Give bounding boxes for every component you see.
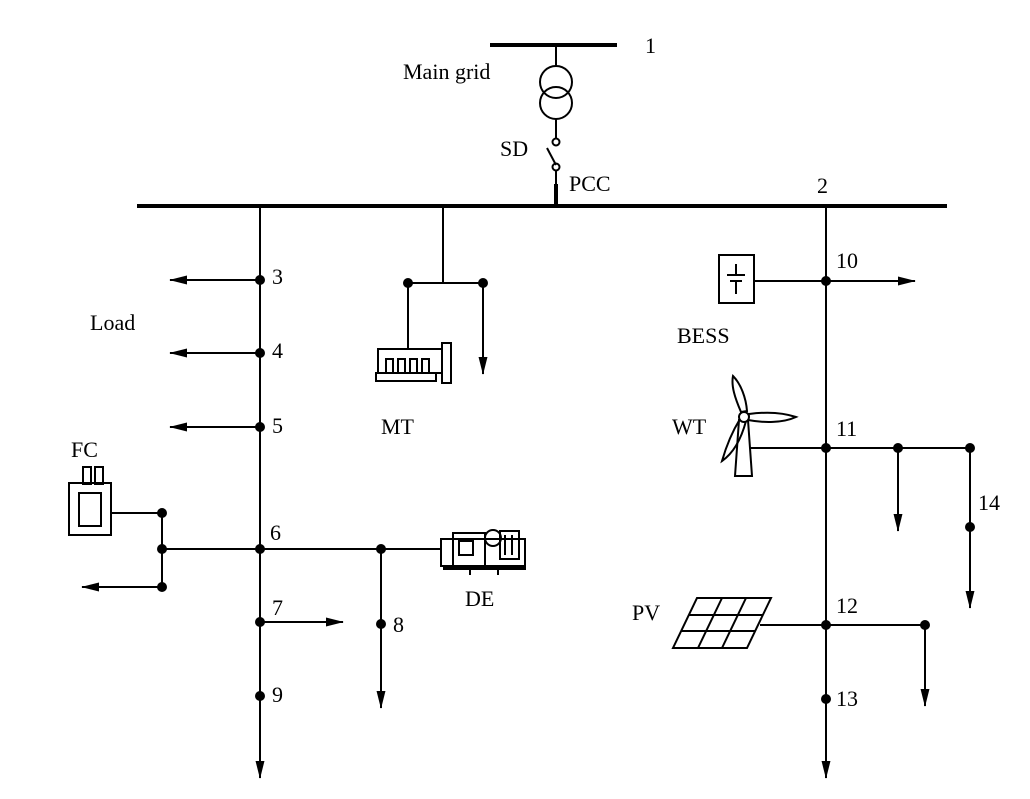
node-9-label: 9 (272, 682, 283, 707)
pcc-label: PCC (569, 171, 611, 196)
fc-node-mid (157, 544, 167, 554)
node-8-label: 8 (393, 612, 404, 637)
bus-2-label: 2 (817, 173, 828, 198)
node-12-label: 12 (836, 593, 858, 618)
node-9-dot (255, 691, 265, 701)
de-label: DE (465, 586, 494, 611)
sd-label: SD (500, 136, 528, 161)
main-grid-label: Main grid (403, 59, 490, 84)
mt-label: MT (381, 414, 415, 439)
main-grid-section (490, 43, 617, 206)
labels: 1 Main grid SD PCC 2 3 Load 4 5 MT FC 6 … (71, 33, 1000, 711)
solar-panel-icon (671, 597, 773, 649)
bess-label: BESS (677, 323, 730, 348)
bus-1-label: 1 (645, 33, 656, 58)
fc-label: FC (71, 437, 98, 462)
switch-icon (546, 137, 561, 172)
micro-turbine-icon (375, 342, 452, 384)
node-7-label: 7 (272, 595, 283, 620)
node-6-label: 6 (270, 520, 281, 545)
fuel-cell-icon (68, 466, 112, 536)
node-10-label: 10 (836, 248, 858, 273)
mt-branch (375, 206, 488, 384)
node-11-label: 11 (836, 416, 857, 441)
diesel-engine-icon (440, 529, 526, 575)
pv-label: PV (632, 600, 660, 625)
node-5-label: 5 (272, 413, 283, 438)
transformer-icon (539, 65, 573, 120)
node-14-dot (965, 522, 975, 532)
node-13-dot (821, 694, 831, 704)
wind-turbine-icon (720, 373, 799, 477)
node-8-dot (376, 619, 386, 629)
battery-icon (718, 254, 755, 304)
load-label: Load (90, 310, 135, 335)
de-branch (260, 529, 526, 709)
node-4-label: 4 (272, 338, 283, 363)
node-13-label: 13 (836, 686, 858, 711)
fc-branch (68, 466, 260, 592)
right-feeder (671, 206, 975, 779)
node-14-label: 14 (978, 490, 1000, 515)
node-3-label: 3 (272, 264, 283, 289)
wt-label: WT (672, 414, 707, 439)
left-feeder (169, 206, 344, 779)
